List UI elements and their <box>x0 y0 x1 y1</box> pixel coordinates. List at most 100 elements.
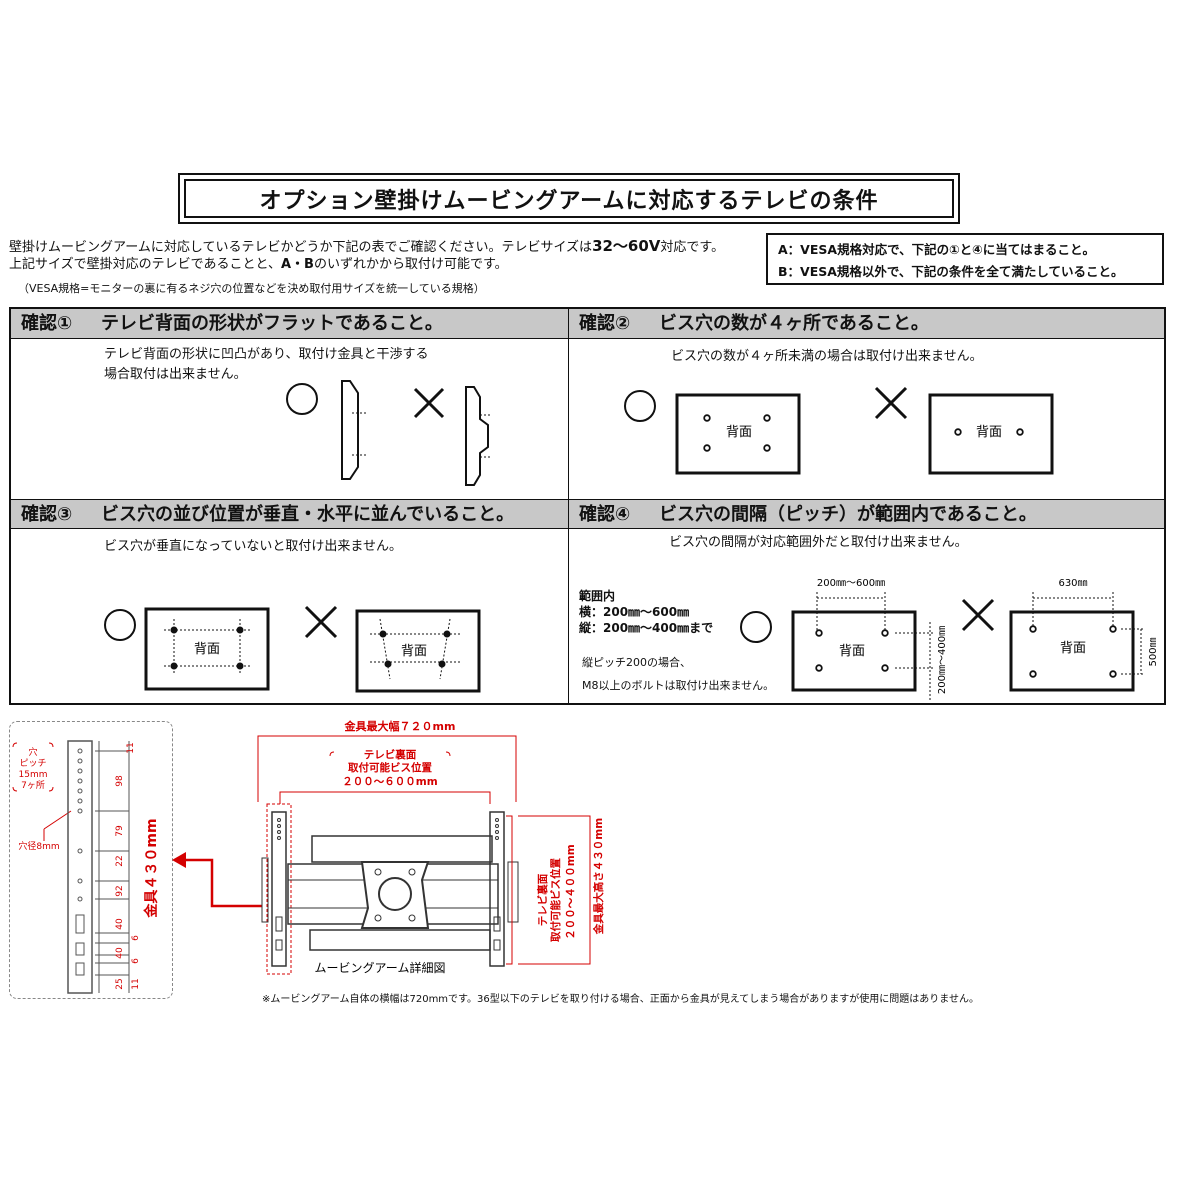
range-spec: 範囲内 横：200㎜〜600㎜ 縦：200㎜〜400㎜まで <box>579 588 713 636</box>
screw-hole <box>881 664 889 672</box>
screw-pos-label: 取付可能ビス位置 <box>348 761 432 774</box>
screw-hole <box>1029 670 1037 678</box>
v-screw-label: 取付可能ビス位置 <box>549 858 562 942</box>
vesa-note: （VESA規格=モニターの裏に有るネジ穴の位置などを決め取付用サイズを統一してい… <box>18 282 485 295</box>
dim-ng-height: 500㎜ <box>1148 637 1159 666</box>
screw-hole <box>1109 670 1117 678</box>
ok-circle-icon <box>624 390 656 422</box>
ng-cross-icon <box>961 598 995 632</box>
detail-arrow <box>172 852 262 908</box>
page-title: オプション壁掛けムービングアームに対応するテレビの条件 <box>184 179 954 218</box>
screw-hole <box>374 914 382 922</box>
wall-plate <box>261 857 269 923</box>
arm-lower <box>309 929 491 951</box>
scale-number: 40 <box>115 918 125 930</box>
wall-plate <box>507 861 519 923</box>
pointer-line <box>43 810 72 830</box>
grid-divider <box>568 309 569 703</box>
dotted-line <box>379 618 391 680</box>
bracket-height-label: 金具４３０mm <box>143 818 160 918</box>
scale-number: 6 <box>131 958 141 964</box>
label-bracket <box>12 742 54 792</box>
screw-hole <box>1109 625 1117 633</box>
screw-hole <box>954 428 962 436</box>
intro-line-2: 上記サイズで壁掛対応のテレビであることと、A・Bのいずれかから取付け可能です。 <box>9 255 508 275</box>
screw-hole <box>408 914 416 922</box>
intro-text: 壁掛けムービングアームに対応しているテレビかどうか下記の表でご確認ください。テレ… <box>9 240 593 255</box>
screw-hole <box>1016 428 1024 436</box>
hole-pitch-label: 7ヶ所 <box>21 780 45 791</box>
arrow-head-icon <box>172 852 186 868</box>
check-1-diagram <box>286 380 492 486</box>
back-label: 背面 <box>726 425 752 440</box>
intro-text: 上記サイズで壁掛対応のテレビであることと、 <box>9 257 281 272</box>
screw-hole <box>379 630 387 638</box>
bracket-highlight <box>266 803 292 975</box>
screw-hole <box>170 626 178 634</box>
scale-ticks <box>95 750 129 976</box>
screw-hole <box>443 630 451 638</box>
hole-diameter-label: 穴径8mm <box>18 840 59 852</box>
flat-tv-profile <box>341 380 359 480</box>
pivot-icon <box>378 877 412 911</box>
screw-hole <box>384 660 392 668</box>
check-3-desc: ビス穴が垂直になっていないと取付け出来ません。 <box>104 539 402 554</box>
scale-number: 22 <box>115 855 125 866</box>
check-4-title: ビス穴の間隔（ピッチ）が範囲内であること。 <box>659 504 1037 525</box>
scale-number: 92 <box>115 885 125 896</box>
ok-circle-icon <box>104 609 136 641</box>
check-3-title: ビス穴の並び位置が垂直・水平に並んでいること。 <box>101 504 515 525</box>
scale-number: 79 <box>115 825 125 837</box>
screw-hole <box>881 629 889 637</box>
check-4-desc: ビス穴の間隔が対応範囲外だと取付け出来ません。 <box>669 535 968 550</box>
ng-cross-icon <box>304 605 338 639</box>
check-4-diagram: 200㎜〜600㎜ 背面 200㎜〜400㎜ 630㎜ 背面 500㎜ <box>740 578 1159 700</box>
dim-ok-height: 200㎜〜400㎜ <box>937 626 948 694</box>
condition-b: B：VESA規格以外で、下記の条件を全て満たしていること。 <box>778 264 1124 279</box>
range-heading: 範囲内 <box>579 589 616 603</box>
condition-a: A：VESA規格対応で、下記の①と④に当てはまること。 <box>778 242 1095 257</box>
screw-hole <box>703 444 711 452</box>
screw-hole <box>1029 625 1037 633</box>
v-screw-range: ２００〜４００mm <box>565 844 577 939</box>
scale-number: 6 <box>131 935 141 941</box>
screw-hole <box>236 662 244 670</box>
check-2-number: 確認② <box>579 313 631 334</box>
label-bracket <box>329 751 451 757</box>
arm-caption: ムービングアーム詳細図 <box>315 960 446 975</box>
left-bracket-bar <box>271 811 287 967</box>
check-1-number: 確認① <box>21 313 73 334</box>
check-2-desc: ビス穴の数が４ヶ所未満の場合は取付け出来ません。 <box>671 349 983 364</box>
height-bracket <box>518 815 591 965</box>
screw-hole <box>170 662 178 670</box>
check-1-title: テレビ背面の形状がフラットであること。 <box>101 313 443 334</box>
bracket-detail: 穴 ピッチ 15mm 7ヶ所 穴径8mm 11 98 79 22 92 40 6… <box>12 740 160 994</box>
tv-back-out-of-range <box>1009 610 1135 692</box>
screw-hole <box>408 868 416 876</box>
screw-pos-label: テレビ裏面 <box>364 748 417 761</box>
dotted-line <box>439 618 451 680</box>
back-label: 背面 <box>976 425 1002 440</box>
back-label: 背面 <box>1060 641 1086 656</box>
hole-pitch-label: 穴 <box>28 746 37 758</box>
check-4-number: 確認④ <box>579 504 631 525</box>
range-note-1: 縦ピッチ200の場合、 <box>582 656 691 669</box>
check-3-number: 確認③ <box>21 504 73 525</box>
tv-size-range: 32〜60V <box>592 237 661 255</box>
v-range-bracket <box>506 815 513 965</box>
screw-hole <box>374 868 382 876</box>
range-note-2: M8以上のボルトは取付け出来ません。 <box>582 679 775 692</box>
back-label: 背面 <box>839 644 865 659</box>
check-2-title: ビス穴の数が４ヶ所であること。 <box>659 313 929 334</box>
range-vertical: 縦：200㎜〜400㎜まで <box>579 621 714 635</box>
check-3-header: 確認③ ビス穴の並び位置が垂直・水平に並んでいること。 <box>11 499 569 529</box>
screw-hole <box>815 629 823 637</box>
arm-upper <box>311 835 493 863</box>
back-label: 背面 <box>401 644 427 659</box>
scale-number: 98 <box>115 775 125 787</box>
ng-cross-icon <box>413 387 445 419</box>
arrow-line <box>184 858 262 908</box>
screw-range-label: ２００〜６００mm <box>342 776 437 788</box>
tv-back-aligned <box>144 607 270 691</box>
screw-hole <box>815 664 823 672</box>
